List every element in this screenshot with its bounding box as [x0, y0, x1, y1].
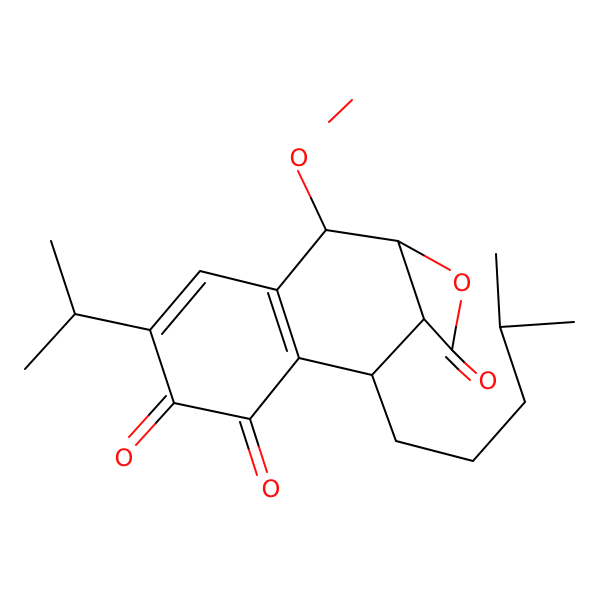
- bond-c5-o-a2: [258, 446, 268, 473]
- bond-methoxy-carbon: [310, 197, 327, 231]
- bond-oring-carbonyl: [451, 326, 457, 351]
- bond-carbonyl-o-b2: [458, 369, 471, 381]
- bond-c5-o-a: [249, 418, 260, 448]
- bond-c7-c6: [149, 329, 175, 404]
- bond-c8-c7: [149, 270, 201, 331]
- bond-carbonyl-o-a: [451, 349, 466, 364]
- bond-c4-me1: [495, 253, 501, 328]
- bond-ipr-me2: [24, 313, 76, 370]
- atom-o-left-ketone: O: [115, 444, 134, 472]
- bond-c6-o-b: [147, 395, 167, 417]
- bond-carbonyl-o-b: [445, 356, 460, 371]
- bond-c4-me2: [499, 321, 575, 328]
- bond-c5-c4a: [249, 357, 300, 420]
- bond-oring-b: [455, 300, 462, 328]
- atom-o-ring: O: [453, 269, 472, 297]
- bond-c4a-c4b: [298, 357, 373, 376]
- bond-o-methoxy-c: [297, 170, 312, 199]
- bond-c5-o-b2: [248, 449, 258, 476]
- bond-c2-c3: [472, 401, 526, 462]
- bond-c6-c5: [173, 402, 251, 420]
- bond-c11-carbonyl: [423, 318, 453, 351]
- bond-c6-o-b2: [128, 415, 149, 438]
- atom-o-methoxy: O: [290, 144, 309, 172]
- bond-oring-a: [424, 255, 451, 271]
- bond-c8-c7-double: [161, 282, 206, 335]
- bond-c4a-c8a: [276, 289, 300, 359]
- bond-c3-c4: [499, 326, 526, 403]
- bond-carbonyl-o-a2: [464, 362, 477, 374]
- bond-c1-c2: [395, 440, 474, 462]
- bond-c7-ipr: [74, 313, 151, 331]
- bond-c8a-c8: [199, 270, 278, 291]
- atom-o-right-ketone: O: [262, 475, 281, 503]
- bond-c4b-c1: [371, 374, 397, 442]
- bond-methyl-o-methoxy: [328, 99, 353, 123]
- atom-o-lactone-carbonyl: O: [479, 367, 498, 395]
- bond-ipr-me1: [50, 240, 76, 315]
- bond-c10-c11: [397, 240, 425, 320]
- bond-c9-c10: [325, 229, 399, 242]
- bond-c4a-c8a-double: [267, 292, 288, 352]
- bond-c6-o-a2: [135, 423, 156, 446]
- bond-c11-c4b: [371, 318, 425, 376]
- bond-c5-o-b: [239, 421, 250, 451]
- bond-c6-o-a: [154, 402, 175, 425]
- bond-c9-c8a: [276, 229, 327, 291]
- bond-c10-oring: [397, 240, 426, 257]
